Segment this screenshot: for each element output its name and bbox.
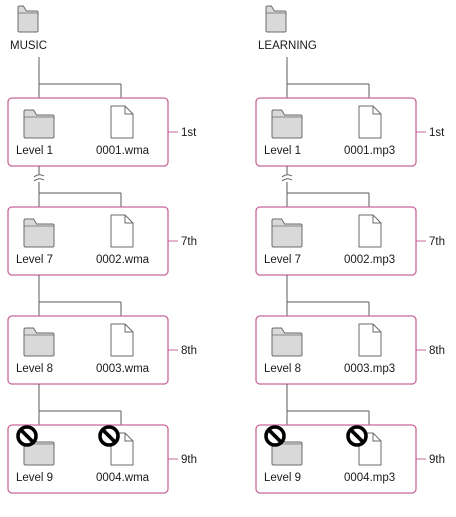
folder-body [23,218,55,248]
break-stroke [281,178,293,182]
file-corner-fold [372,324,381,333]
folder-body [271,109,303,139]
file-corner-fold [372,215,381,224]
no-entry-slash [349,428,365,444]
file-icon [358,105,382,139]
tree-level-row: Level 9 0004.mp3 9th [255,384,445,494]
playback-order-label: 9th [181,454,197,466]
folder-body [23,109,55,139]
root-folder-icon [17,5,39,33]
file-name-label: 0002.wma [96,254,150,266]
break-mark-icon [33,174,45,182]
file-name-label: 0002.mp3 [344,254,395,266]
file-corner-fold [124,215,133,224]
no-entry-icon [98,425,120,447]
playback-order-label: 7th [429,236,445,248]
break-stroke [33,174,45,178]
file-corner-fold [124,433,133,442]
file-name-label: 0001.mp3 [344,145,395,157]
file-sheet [110,323,134,357]
playback-order-label: 9th [429,454,445,466]
break-mark-icon [281,174,293,182]
folder-body [271,327,303,357]
tree-level-row: Level 7 0002.wma 7th [7,166,197,276]
file-name-label: 0001.wma [96,145,150,157]
level-folder-icon [271,327,303,357]
folder-name-label: Level 8 [264,363,301,375]
root-folder-label: MUSIC [10,40,47,52]
file-name-label: 0004.wma [96,472,150,484]
file-icon [110,214,134,248]
file-corner-fold [372,433,381,442]
file-corner-fold [372,106,381,115]
file-icon [110,105,134,139]
break-stroke [33,178,45,182]
folder-body [17,5,39,33]
no-entry-slash [19,428,35,444]
tree-level-row: Level 1 0001.mp3 1st [255,57,445,167]
folder-body [271,218,303,248]
root-folder-label: LEARNING [258,40,317,52]
root-folder-icon [265,5,287,33]
break-stroke [281,174,293,178]
tree-level-row: Level 1 0001.wma 1st [7,57,197,167]
tree-level-row: Level 8 0003.wma 8th [7,275,197,385]
folder-name-label: Level 1 [264,145,301,157]
file-icon [110,323,134,357]
file-sheet [358,214,382,248]
level-folder-icon [23,218,55,248]
no-entry-icon [346,425,368,447]
folder-name-label: Level 1 [16,145,53,157]
file-corner-fold [124,324,133,333]
tree-level-row: Level 8 0003.mp3 8th [255,275,445,385]
no-entry-slash [101,428,117,444]
level-folder-icon [23,109,55,139]
file-name-label: 0004.mp3 [344,472,395,484]
folder-name-label: Level 7 [264,254,301,266]
file-icon [358,323,382,357]
file-name-label: 0003.wma [96,363,150,375]
tree-level-row: Level 7 0002.mp3 7th [255,166,445,276]
playback-order-label: 7th [181,236,197,248]
file-sheet [110,105,134,139]
folder-name-label: Level 9 [16,472,53,484]
folder-body [23,327,55,357]
folder-name-label: Level 7 [16,254,53,266]
no-entry-slash [267,428,283,444]
no-entry-icon [16,425,38,447]
file-sheet [358,105,382,139]
playback-order-label: 8th [181,345,197,357]
tree-level-row: Level 9 0004.wma 9th [7,384,197,494]
file-name-label: 0003.mp3 [344,363,395,375]
playback-order-label: 1st [181,127,197,139]
level-folder-icon [23,327,55,357]
file-sheet [110,214,134,248]
playback-order-label: 8th [429,345,445,357]
no-entry-icon [264,425,286,447]
playback-order-label: 1st [429,127,445,139]
level-folder-icon [271,218,303,248]
folder-name-label: Level 9 [264,472,301,484]
file-corner-fold [124,106,133,115]
file-icon [358,214,382,248]
folder-name-label: Level 8 [16,363,53,375]
file-sheet [358,323,382,357]
level-folder-icon [271,109,303,139]
folder-body [265,5,287,33]
